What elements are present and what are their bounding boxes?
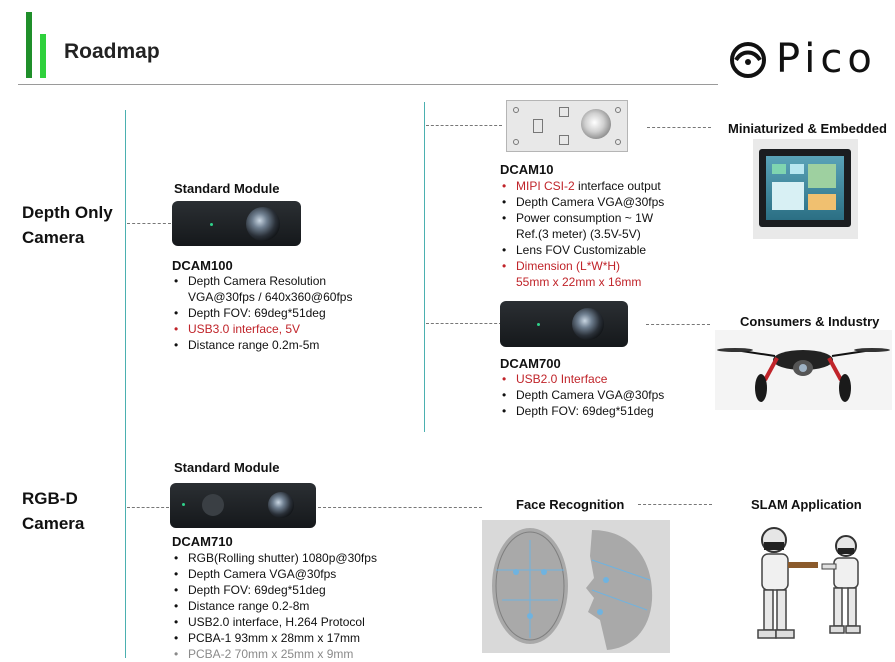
board-chip <box>559 107 569 117</box>
accent-bar-dark <box>26 12 32 78</box>
camera-lens <box>268 492 294 518</box>
app-slam-label: SLAM Application <box>751 497 862 512</box>
connector-rgbd <box>127 507 169 508</box>
robots-image <box>742 518 872 654</box>
category-rgbd: RGB-D Camera <box>22 486 84 536</box>
dcam100-heading: Standard Module <box>174 181 280 196</box>
spec-item: •USB2.0 interface, H.264 Protocol <box>174 615 365 629</box>
timeline-secondary <box>424 102 425 432</box>
camera-lens <box>246 207 280 241</box>
spec-item: VGA@30fps / 640x360@60fps <box>188 290 353 304</box>
spec-item: •Depth Camera VGA@30fps <box>502 388 665 402</box>
spec-item: •USB3.0 interface, 5V <box>174 322 301 336</box>
dcam710-specs: •RGB(Rolling shutter) 1080p@30fps •Depth… <box>172 550 377 662</box>
board-hole <box>615 107 621 113</box>
spec-item: •Distance range 0.2-8m <box>174 599 310 613</box>
face-image <box>482 520 670 653</box>
dcam700-model: DCAM700 <box>500 356 561 371</box>
rgb-window <box>202 494 224 516</box>
screen-tile <box>808 194 836 210</box>
spec-item: •Power consumption ~ 1W <box>502 211 654 225</box>
connector-dcam10 <box>426 125 502 126</box>
camera-led <box>537 323 540 326</box>
dcam710-model: DCAM710 <box>172 534 233 549</box>
app-miniaturized-label: Miniaturized & Embedded <box>728 121 887 136</box>
dcam100-image <box>172 201 301 246</box>
spec-item: •Depth FOV: 69deg*51deg <box>174 583 326 597</box>
board-hole <box>615 139 621 145</box>
accent-bar-light <box>40 34 46 78</box>
dcam100-model: DCAM100 <box>172 258 233 273</box>
category-depth-only: Depth Only Camera <box>22 200 113 250</box>
camera-lens <box>572 308 604 340</box>
app-consumers-label: Consumers & Industry <box>740 314 880 329</box>
page-title: Roadmap <box>64 40 160 63</box>
header-divider <box>18 84 718 85</box>
dcam700-image <box>500 301 628 347</box>
spec-item: •Dimension (L*W*H) <box>502 259 621 273</box>
board-hole <box>513 107 519 113</box>
connector-dcam700-app <box>646 324 710 325</box>
pico-logo-text: Pico <box>776 36 877 82</box>
board-chip <box>559 135 569 145</box>
app-face-label: Face Recognition <box>516 497 625 512</box>
connector-dcam10-app <box>647 127 711 128</box>
dcam710-image <box>170 483 316 528</box>
dcam710-heading: Standard Module <box>174 460 280 475</box>
connector-slam <box>638 504 712 505</box>
spec-item: •Depth Camera Resolution <box>174 274 327 288</box>
connector-dcam700 <box>426 323 502 324</box>
spec-item: Ref.(3 meter) (3.5V-5V) <box>516 227 641 241</box>
category-depth-line2: Camera <box>22 228 85 247</box>
screen-tile <box>772 164 786 174</box>
pico-logo: Pico <box>728 36 883 82</box>
connector-depth <box>127 223 171 224</box>
spec-item: •Depth Camera VGA@30fps <box>174 567 337 581</box>
board-hole <box>513 139 519 145</box>
robots-icon <box>757 527 861 639</box>
category-rgbd-line2: Camera <box>22 514 85 533</box>
tablet-screen <box>766 156 844 220</box>
dcam700-specs: •USB2.0 Interface •Depth Camera VGA@30fp… <box>500 371 664 419</box>
screen-tile <box>772 182 804 210</box>
dcam100-specs: •Depth Camera Resolution VGA@30fps / 640… <box>172 273 352 353</box>
category-rgbd-line1: RGB-D <box>22 489 78 508</box>
timeline-main <box>125 110 126 658</box>
spec-item: •Distance range 0.2m-5m <box>174 338 320 352</box>
spec-item: •Depth FOV: 69deg*51deg <box>174 306 326 320</box>
connector-face <box>318 507 482 508</box>
spec-item: •PCBA-1 93mm x 28mm x 17mm <box>174 631 361 645</box>
drone-image <box>715 330 892 410</box>
board-chip <box>533 119 543 133</box>
spec-item: 55mm x 22mm x 16mm <box>516 275 642 289</box>
spec-item: •Lens FOV Customizable <box>502 243 647 257</box>
drone-icon <box>717 348 890 402</box>
tablet-frame <box>759 149 851 227</box>
spec-item: •Depth Camera VGA@30fps <box>502 195 665 209</box>
pico-logo-icon <box>730 42 766 78</box>
dcam10-specs: •MIPI CSI-2 interface output •Depth Came… <box>500 178 664 290</box>
spec-item: •USB2.0 Interface <box>502 372 608 386</box>
spec-item: •PCBA-2 70mm x 25mm x 9mm <box>174 647 354 661</box>
screen-tile <box>790 164 804 174</box>
screen-tile <box>808 164 836 188</box>
camera-led <box>210 223 213 226</box>
dcam10-model: DCAM10 <box>500 162 554 177</box>
category-depth-line1: Depth Only <box>22 203 113 222</box>
face-mesh-icon <box>492 528 653 650</box>
spec-item: •RGB(Rolling shutter) 1080p@30fps <box>174 551 377 565</box>
camera-led <box>182 503 185 506</box>
tablet-image <box>753 139 858 239</box>
spec-item: •Depth FOV: 69deg*51deg <box>502 404 654 418</box>
board-lens <box>581 109 611 139</box>
spec-item: •MIPI CSI-2 interface output <box>502 179 661 193</box>
dcam10-image <box>506 100 628 152</box>
